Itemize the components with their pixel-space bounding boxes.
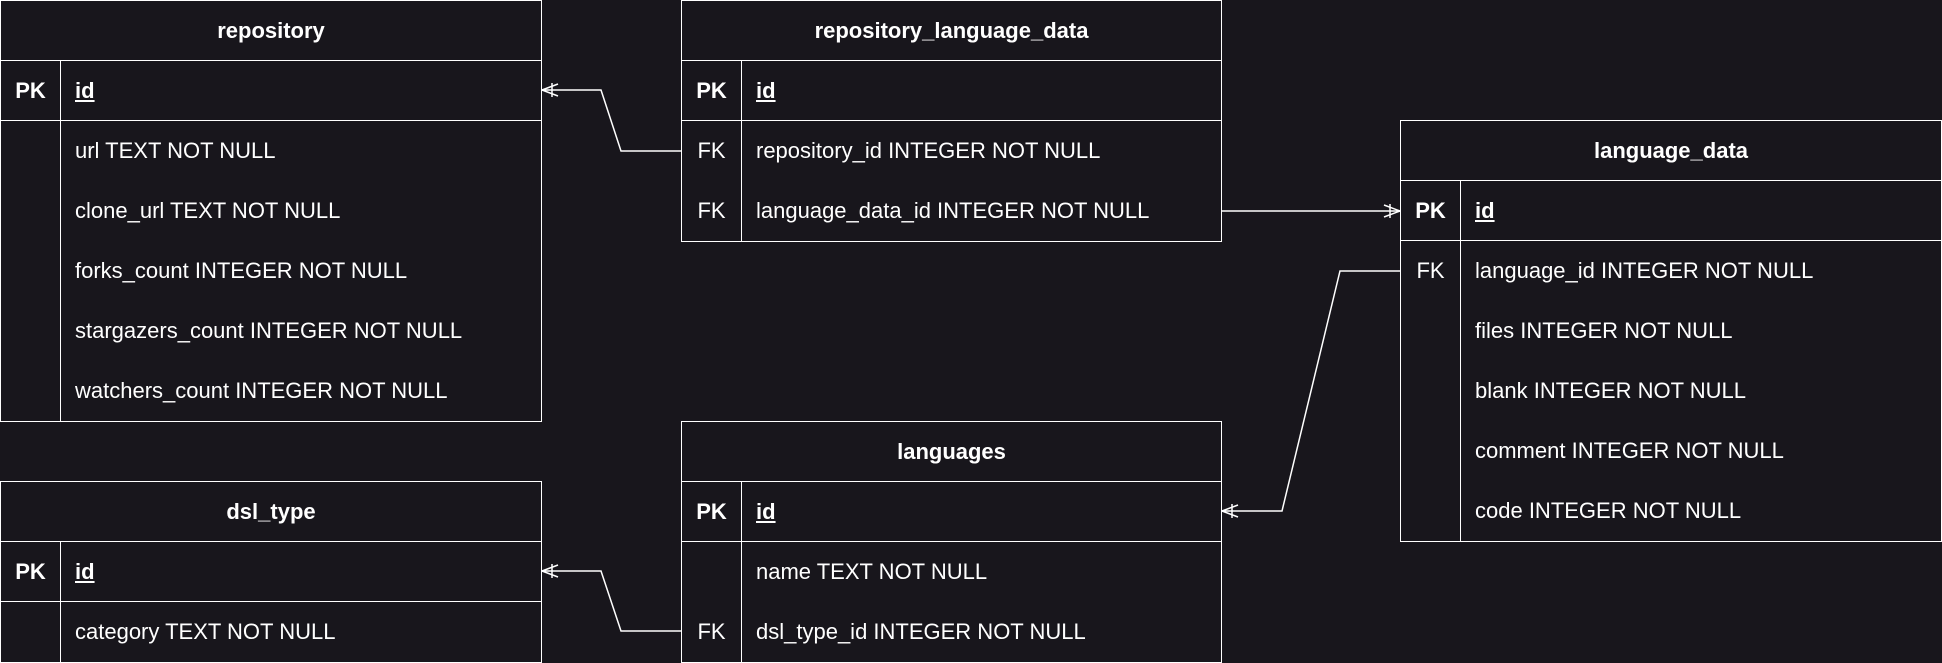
table-row[interactable]: FK dsl_type_id INTEGER NOT NULL xyxy=(682,602,1221,662)
key-marker xyxy=(1,181,61,241)
key-marker xyxy=(1,602,61,662)
key-marker: PK xyxy=(1,542,61,601)
key-marker: PK xyxy=(682,482,742,541)
field-name: id xyxy=(756,498,776,524)
table-row[interactable]: FK language_id INTEGER NOT NULL xyxy=(1401,241,1941,301)
table-title: dsl_type xyxy=(1,482,541,542)
key-marker: PK xyxy=(1401,181,1461,240)
field-name: language_data_id INTEGER NOT NULL xyxy=(756,198,1150,223)
table-languages[interactable]: languages PK id name TEXT NOT NULL FK ds… xyxy=(681,421,1222,663)
field-name: watchers_count INTEGER NOT NULL xyxy=(75,378,448,403)
table-row[interactable]: forks_count INTEGER NOT NULL xyxy=(1,241,541,301)
field-name: id xyxy=(1475,197,1495,223)
field-name: blank INTEGER NOT NULL xyxy=(1475,378,1747,403)
table-row[interactable]: stargazers_count INTEGER NOT NULL xyxy=(1,301,541,361)
relationship-repository[interactable] xyxy=(541,83,681,152)
field-name: id xyxy=(75,77,95,103)
table-title: language_data xyxy=(1401,121,1941,181)
table-row[interactable]: name TEXT NOT NULL xyxy=(682,542,1221,602)
key-marker: FK xyxy=(682,181,742,241)
field-name: name TEXT NOT NULL xyxy=(756,559,988,584)
key-marker xyxy=(682,542,742,602)
key-marker xyxy=(1401,421,1461,481)
key-marker: FK xyxy=(682,121,742,181)
key-marker xyxy=(1401,301,1461,361)
field-name: url TEXT NOT NULL xyxy=(75,138,276,163)
key-marker: FK xyxy=(682,602,742,662)
field-name: category TEXT NOT NULL xyxy=(75,619,336,644)
key-marker xyxy=(1,301,61,361)
key-marker: PK xyxy=(682,61,742,120)
field-name: stargazers_count INTEGER NOT NULL xyxy=(75,318,463,343)
key-marker xyxy=(1,121,61,181)
table-repository[interactable]: repository PK id url TEXT NOT NULL clone… xyxy=(0,0,542,422)
relationship-dsl-type[interactable] xyxy=(541,564,681,632)
table-row[interactable]: PK id xyxy=(682,482,1221,542)
table-row[interactable]: PK id xyxy=(1,542,541,602)
key-marker xyxy=(1401,361,1461,421)
field-name: id xyxy=(75,558,95,584)
table-dsl-type[interactable]: dsl_type PK id category TEXT NOT NULL xyxy=(0,481,542,663)
key-marker xyxy=(1401,481,1461,541)
field-name: repository_id INTEGER NOT NULL xyxy=(756,138,1101,163)
key-marker xyxy=(1,361,61,421)
field-name: language_id INTEGER NOT NULL xyxy=(1475,258,1814,283)
table-row[interactable]: PK id xyxy=(1401,181,1941,241)
table-title: repository_language_data xyxy=(682,1,1221,61)
table-row[interactable]: FK repository_id INTEGER NOT NULL xyxy=(682,121,1221,181)
relationship-languages[interactable] xyxy=(1221,270,1400,518)
table-row[interactable]: code INTEGER NOT NULL xyxy=(1401,481,1941,541)
table-row[interactable]: category TEXT NOT NULL xyxy=(1,602,541,662)
key-marker: PK xyxy=(1,61,61,120)
table-row[interactable]: url TEXT NOT NULL xyxy=(1,121,541,181)
table-row[interactable]: blank INTEGER NOT NULL xyxy=(1401,361,1941,421)
field-name: code INTEGER NOT NULL xyxy=(1475,498,1742,523)
relationship-language-data[interactable] xyxy=(1222,204,1401,218)
field-name: id xyxy=(756,77,776,103)
field-name: clone_url TEXT NOT NULL xyxy=(75,198,341,223)
field-name: dsl_type_id INTEGER NOT NULL xyxy=(756,619,1086,644)
table-row[interactable]: comment INTEGER NOT NULL xyxy=(1401,421,1941,481)
table-row[interactable]: clone_url TEXT NOT NULL xyxy=(1,181,541,241)
table-row[interactable]: PK id xyxy=(682,61,1221,121)
table-title: repository xyxy=(1,1,541,61)
key-marker xyxy=(1,241,61,301)
field-name: files INTEGER NOT NULL xyxy=(1475,318,1733,343)
table-row[interactable]: files INTEGER NOT NULL xyxy=(1401,301,1941,361)
table-title: languages xyxy=(682,422,1221,482)
table-row[interactable]: FK language_data_id INTEGER NOT NULL xyxy=(682,181,1221,241)
table-language-data[interactable]: language_data PK id FK language_id INTEG… xyxy=(1400,120,1942,542)
table-row[interactable]: watchers_count INTEGER NOT NULL xyxy=(1,361,541,421)
field-name: comment INTEGER NOT NULL xyxy=(1475,438,1784,463)
table-repository-language-data[interactable]: repository_language_data PK id FK reposi… xyxy=(681,0,1222,242)
table-row[interactable]: PK id xyxy=(1,61,541,121)
field-name: forks_count INTEGER NOT NULL xyxy=(75,258,408,283)
key-marker: FK xyxy=(1401,241,1461,301)
